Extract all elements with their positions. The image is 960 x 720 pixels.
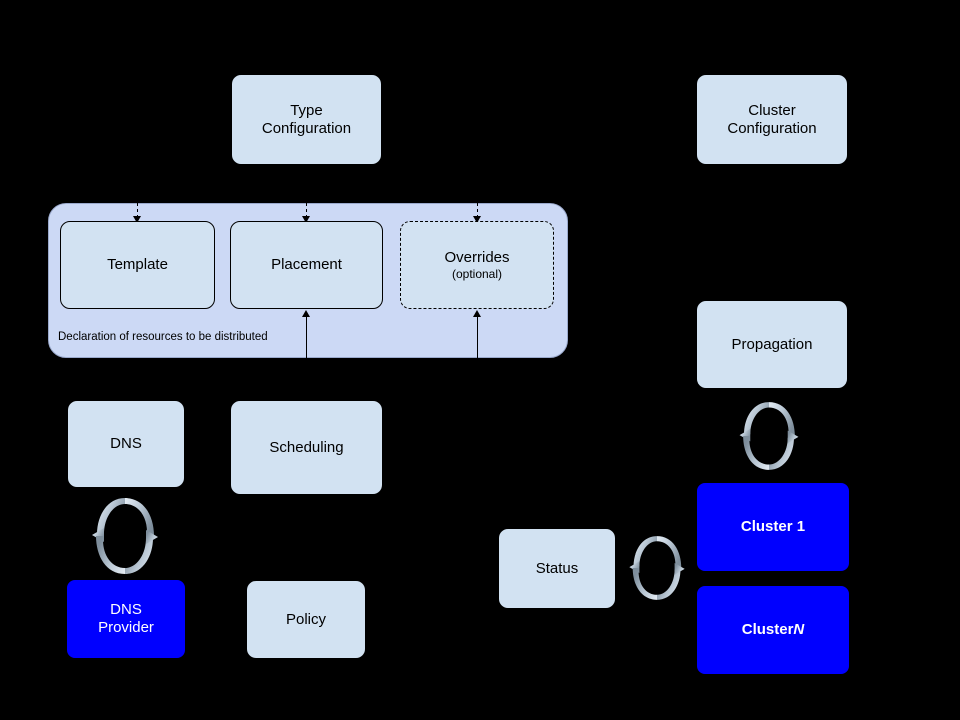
arrow-policy-to-overrides-line bbox=[477, 316, 478, 358]
node-type-configuration[interactable]: Type Configuration bbox=[231, 74, 382, 165]
node-overrides[interactable]: Overrides (optional) bbox=[400, 221, 554, 309]
arrow-to-overrides-head bbox=[473, 216, 481, 223]
arrow-to-placement-line bbox=[306, 203, 307, 218]
arrow-to-template-line bbox=[137, 203, 138, 218]
arrow-to-template-head bbox=[133, 216, 141, 223]
sync-arrows-icon-status bbox=[626, 526, 688, 610]
node-dns[interactable]: DNS bbox=[67, 400, 185, 488]
node-cluster-n-prefix: Cluster bbox=[741, 621, 794, 639]
group-caption-declaration: Declaration of resources to be distribut… bbox=[58, 331, 268, 343]
node-cluster-n[interactable]: Cluster N bbox=[697, 586, 849, 674]
node-template[interactable]: Template bbox=[60, 221, 215, 309]
node-overrides-sublabel: (optional) bbox=[451, 266, 503, 281]
arrow-policy-to-overrides-head bbox=[473, 310, 481, 317]
arrow-scheduling-to-placement-head bbox=[302, 310, 310, 317]
node-cluster-n-suffix: N bbox=[793, 621, 805, 639]
node-cluster-1[interactable]: Cluster 1 bbox=[697, 483, 849, 571]
node-dns-provider[interactable]: DNS Provider bbox=[67, 580, 185, 658]
arrow-to-placement-head bbox=[302, 216, 310, 223]
arrow-to-overrides-line bbox=[477, 203, 478, 218]
node-overrides-label: Overrides bbox=[444, 249, 510, 267]
node-propagation[interactable]: Propagation bbox=[696, 300, 848, 389]
node-cluster-configuration[interactable]: Cluster Configuration bbox=[696, 74, 848, 165]
sync-arrows-icon-dns bbox=[88, 492, 162, 580]
node-policy[interactable]: Policy bbox=[246, 580, 366, 659]
node-scheduling[interactable]: Scheduling bbox=[230, 400, 383, 495]
sync-arrows-icon-propagation bbox=[736, 392, 802, 480]
node-status[interactable]: Status bbox=[498, 528, 616, 609]
arrow-scheduling-to-placement-line bbox=[306, 316, 307, 358]
node-placement[interactable]: Placement bbox=[230, 221, 383, 309]
